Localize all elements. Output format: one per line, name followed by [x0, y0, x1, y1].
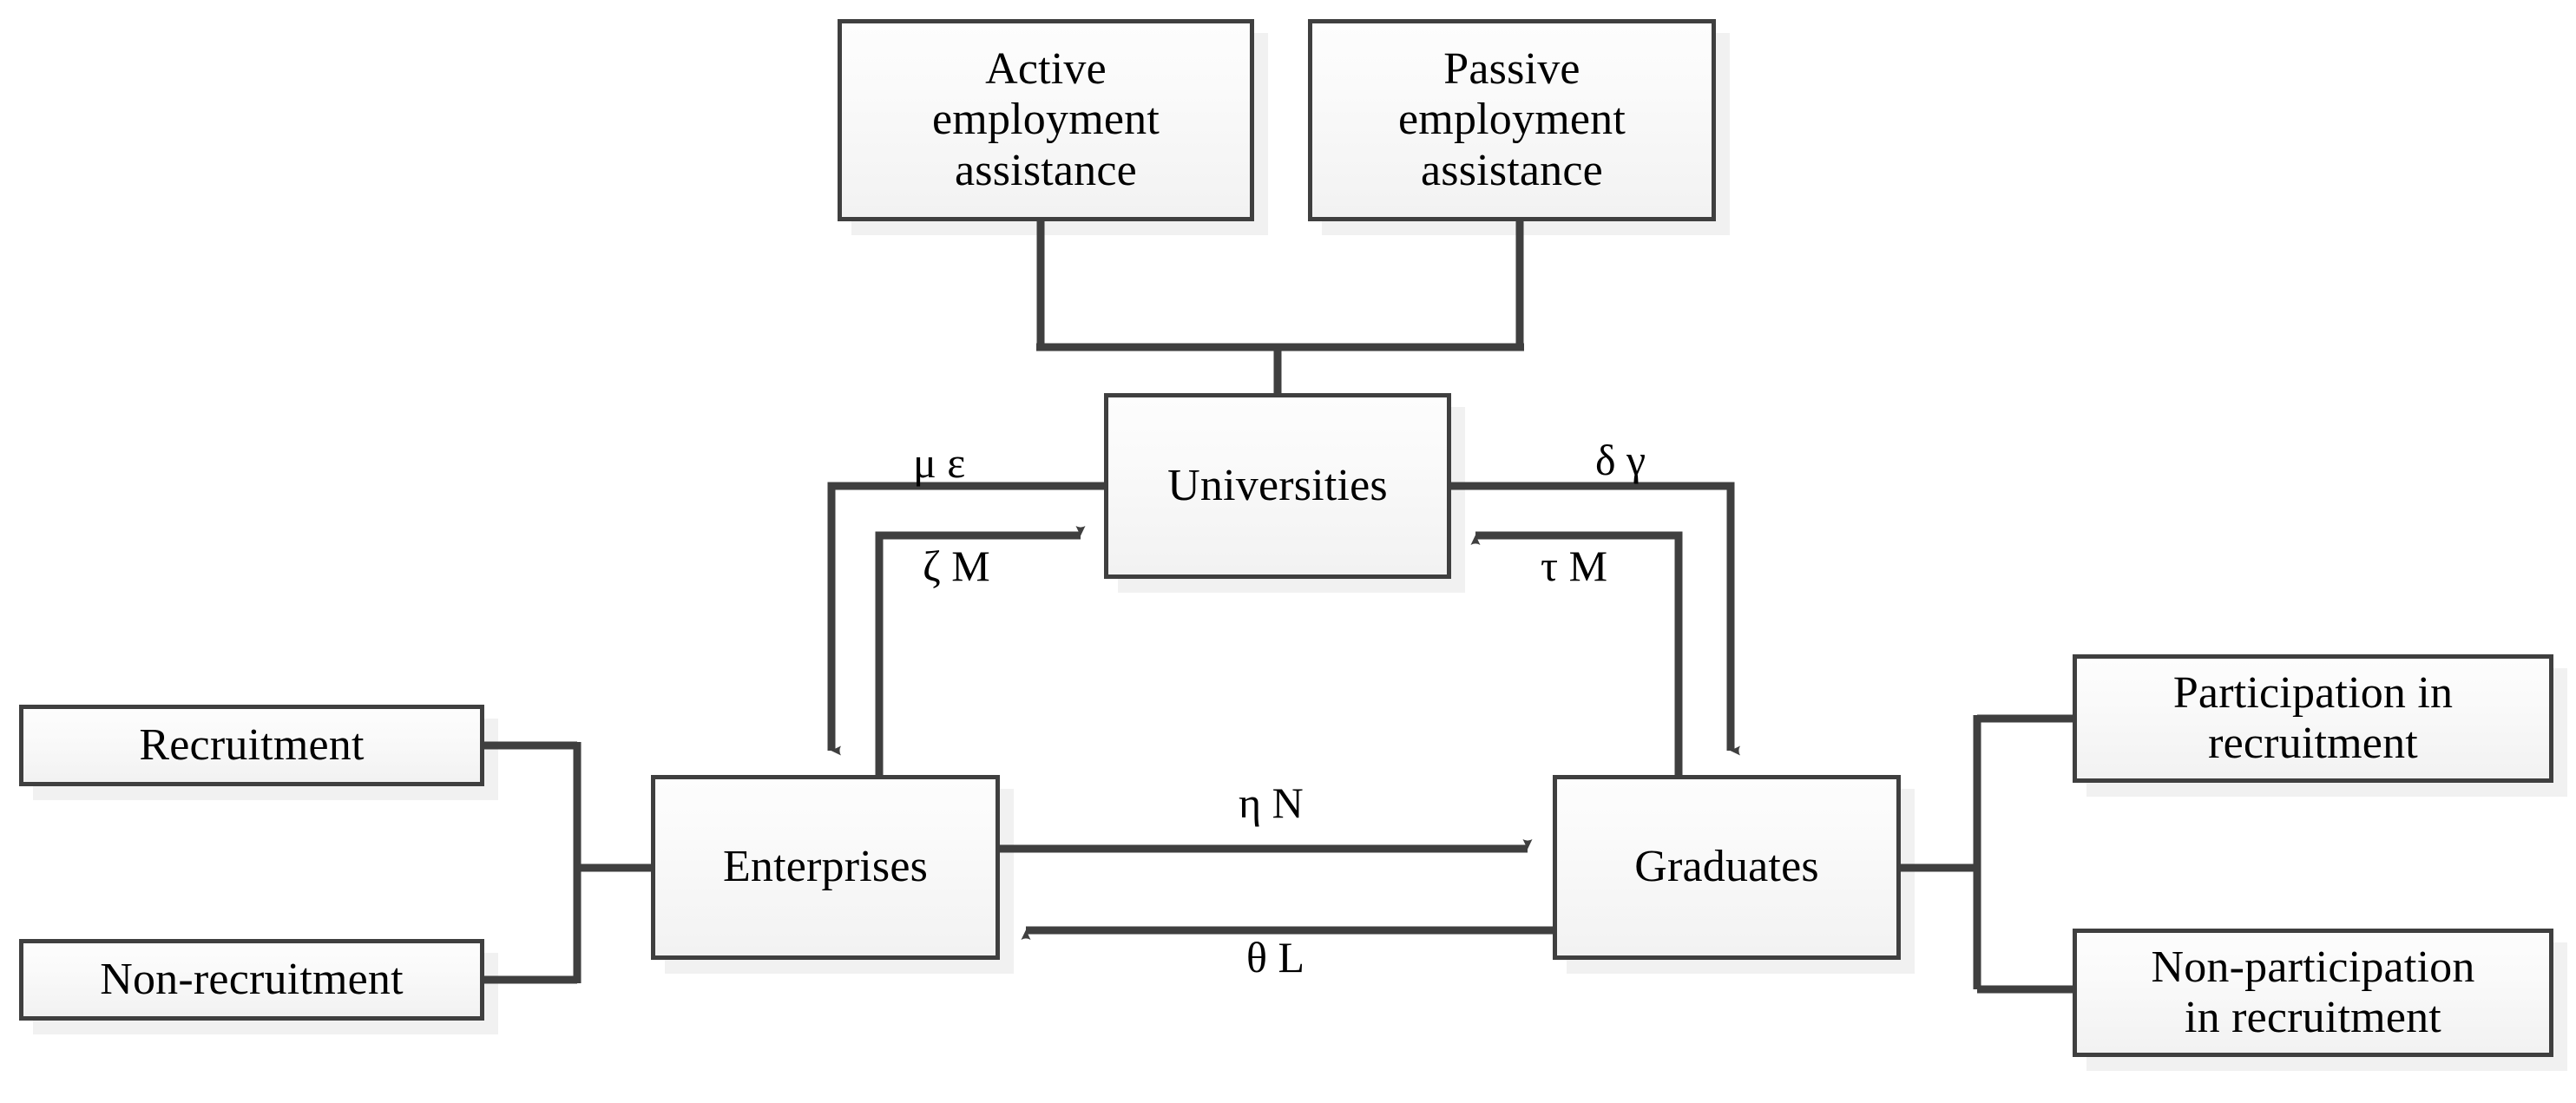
node-label: Passive employment assistance	[1398, 44, 1626, 195]
node-enterprises[interactable]: Enterprises	[651, 775, 1000, 960]
edge-universities-to-graduates	[1451, 482, 1740, 756]
node-non-recruitment[interactable]: Non-recruitment	[19, 939, 484, 1021]
node-participation-in-recruitment[interactable]: Participation in recruitment	[2073, 654, 2553, 783]
node-label: Recruitment	[139, 719, 365, 770]
node-label: Non-recruitment	[100, 954, 404, 1004]
edge-label-mu-epsilon: μ ε	[913, 438, 966, 487]
edge-graduates-to-universities	[1470, 531, 1683, 775]
node-passive-employment-assistance[interactable]: Passive employment assistance	[1308, 19, 1716, 221]
node-active-employment-assistance[interactable]: Active employment assistance	[838, 19, 1254, 221]
node-graduates[interactable]: Graduates	[1553, 775, 1901, 960]
node-label: Non-participation in recruitment	[2151, 942, 2475, 1042]
node-recruitment[interactable]: Recruitment	[19, 705, 484, 786]
node-label: Participation in recruitment	[2172, 667, 2454, 768]
node-non-participation-in-recruitment[interactable]: Non-participation in recruitment	[2073, 929, 2553, 1057]
edge-label-zeta-m: ζ M	[923, 542, 990, 590]
node-label: Universities	[1167, 460, 1388, 510]
edge-label-tau-m: τ M	[1541, 542, 1608, 590]
edge-enterprises-to-universities	[875, 526, 1086, 775]
edge-label-delta-gamma: δ γ	[1595, 436, 1646, 484]
edge-label-theta-l: θ L	[1246, 933, 1304, 982]
node-label: Graduates	[1634, 842, 1819, 892]
node-label: Active employment assistance	[932, 44, 1160, 195]
node-label: Enterprises	[722, 842, 929, 892]
edge-label-eta-n: η N	[1239, 778, 1304, 827]
edge-universities-to-enterprises	[827, 482, 1104, 756]
node-universities[interactable]: Universities	[1104, 393, 1451, 579]
